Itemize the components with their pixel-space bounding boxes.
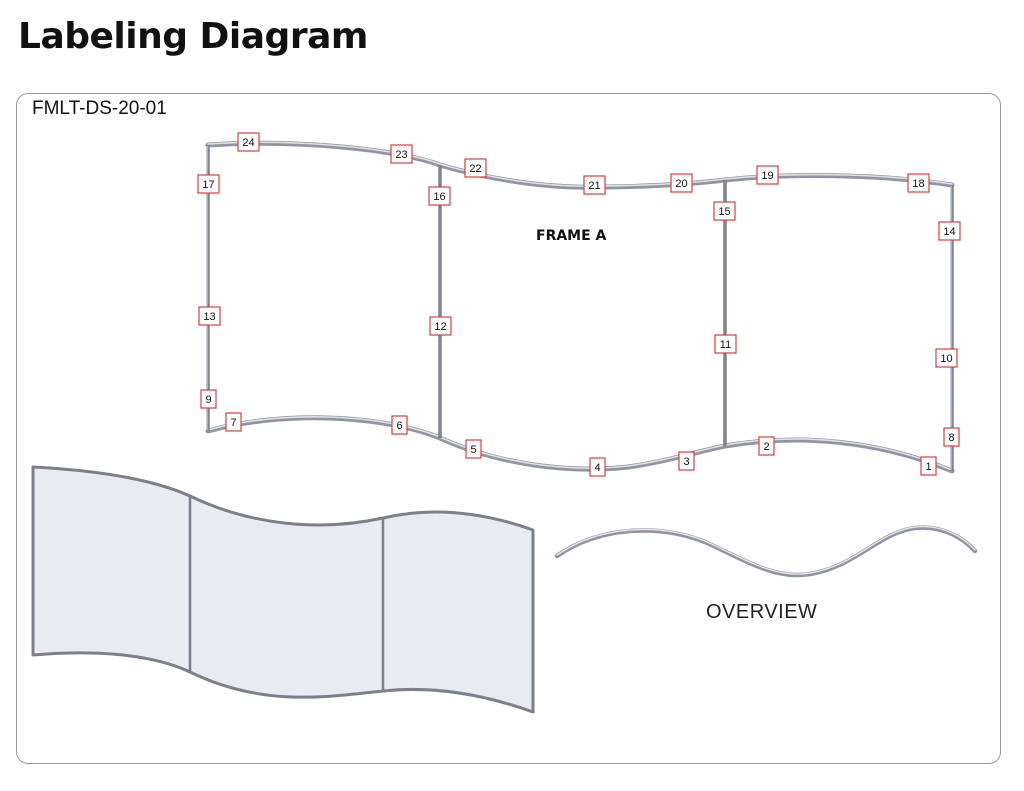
svg-text:19: 19	[761, 170, 773, 182]
svg-text:3: 3	[683, 456, 689, 468]
part-tag: 3	[678, 451, 695, 471]
top-rail	[205, 140, 955, 190]
part-tag: 14	[938, 221, 961, 241]
top-rail-highlight	[207, 141, 953, 187]
svg-text:10: 10	[940, 353, 952, 365]
svg-text:13: 13	[203, 311, 215, 323]
svg-text:20: 20	[675, 178, 687, 190]
part-tag: 11	[714, 334, 737, 354]
part-tag: 2	[758, 436, 775, 456]
part-tag: 15	[713, 201, 736, 221]
part-tag: 24	[237, 132, 260, 152]
page-title: Labeling Diagram	[18, 16, 368, 57]
bottom-rail	[205, 415, 955, 474]
overview-rail-highlight	[556, 525, 976, 575]
svg-text:6: 6	[396, 420, 402, 432]
part-tag: 1	[920, 456, 937, 476]
svg-text:2: 2	[763, 441, 769, 453]
svg-text:16: 16	[433, 191, 445, 203]
part-tag: 10	[935, 348, 958, 368]
svg-text:4: 4	[594, 462, 600, 474]
part-tag: 9	[200, 389, 217, 409]
fabric-graphic	[31, 465, 535, 714]
svg-text:12: 12	[434, 321, 446, 333]
svg-text:7: 7	[230, 417, 236, 429]
part-tag: 12	[429, 316, 452, 336]
overview-label: OVERVIEW	[706, 601, 818, 623]
svg-text:18: 18	[912, 178, 924, 190]
part-tag: 20	[670, 173, 693, 193]
part-tag: 4	[589, 457, 606, 477]
part-tag: 6	[391, 415, 408, 435]
overview-rail	[554, 525, 978, 578]
svg-text:15: 15	[718, 206, 730, 218]
part-tags: 1 2 3 4 5 6 7 8 9 10 11 12 13 14 15 16 1…	[197, 132, 961, 477]
part-tag: 16	[428, 186, 451, 206]
svg-text:11: 11	[720, 339, 731, 351]
overview-curve	[554, 525, 978, 578]
bottom-rail-highlight	[207, 415, 953, 471]
svg-text:22: 22	[469, 163, 481, 175]
part-tag: 22	[464, 158, 487, 178]
svg-text:21: 21	[588, 180, 600, 192]
part-tag: 13	[198, 306, 221, 326]
part-tag: 19	[756, 165, 779, 185]
part-tag: 7	[225, 412, 242, 432]
svg-text:14: 14	[943, 226, 955, 238]
assembled-wall-render	[31, 465, 535, 714]
svg-text:8: 8	[948, 432, 954, 444]
svg-text:1: 1	[925, 461, 931, 473]
svg-text:17: 17	[202, 179, 214, 191]
model-code: FMLT-DS-20-01	[32, 98, 167, 119]
svg-text:23: 23	[395, 149, 407, 161]
part-tag: 18	[907, 173, 930, 193]
part-tag: 17	[197, 174, 220, 194]
frame-a-label: FRAME A	[536, 228, 607, 244]
part-tag: 21	[583, 175, 606, 195]
svg-text:24: 24	[242, 137, 254, 149]
part-tag: 8	[943, 427, 960, 447]
part-tag: 5	[465, 439, 482, 459]
svg-text:5: 5	[470, 444, 476, 456]
frame-a-wireframe	[205, 140, 955, 474]
svg-text:9: 9	[205, 394, 211, 406]
part-tag: 23	[390, 144, 413, 164]
